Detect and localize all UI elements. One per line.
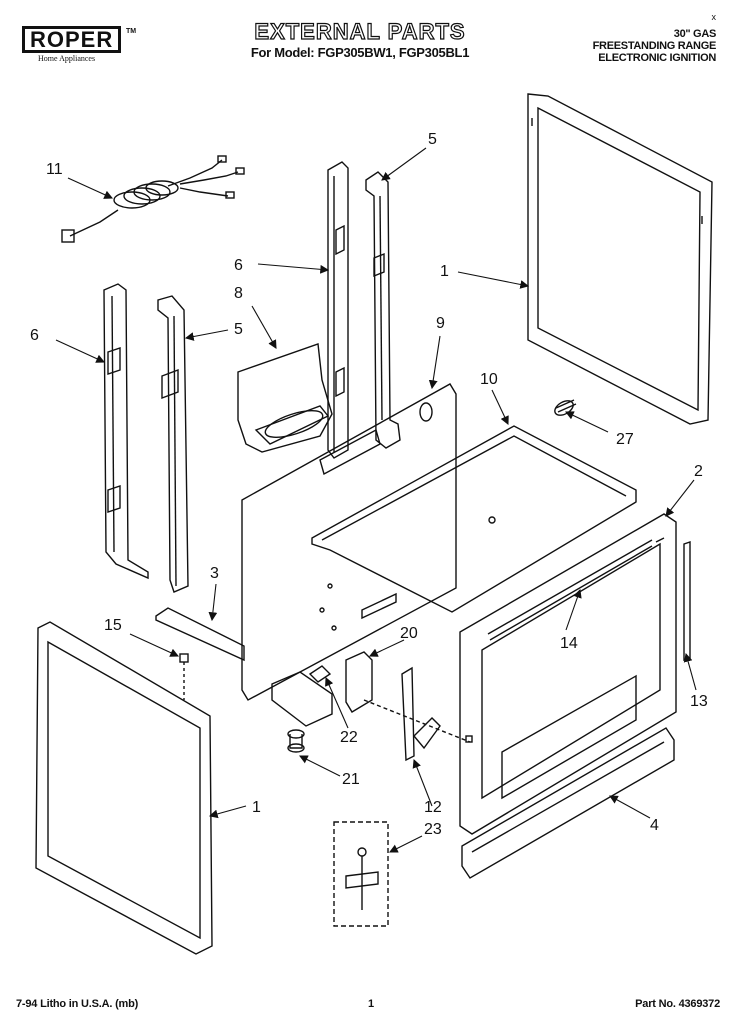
kickplate-part-4: [461, 727, 675, 879]
leader-lines: [55, 147, 697, 853]
front-frame-part: [459, 513, 677, 835]
callout-11: 11: [46, 161, 63, 178]
bottom-channel-part: [155, 607, 245, 662]
callout-8: 8: [234, 285, 243, 302]
side-channel-left: [103, 283, 149, 580]
callout-22: 22: [340, 729, 358, 746]
callout-9: 9: [436, 315, 445, 332]
callout-12: 12: [424, 799, 442, 816]
model-line: For Model: FGP305BW1, FGP305BL1: [250, 45, 470, 60]
callout-2: 2: [694, 463, 703, 480]
callout-3: 3: [210, 565, 219, 582]
title-block: EXTERNAL PARTS For Model: FGP305BW1, FGP…: [200, 19, 520, 60]
callout-numbers: 11 5 6 1 8 6 5 9 10 27 2 3 15 20 14 13 2…: [30, 131, 708, 838]
leveling-leg-part-21: [287, 729, 305, 753]
callout-10: 10: [480, 371, 498, 388]
hinge-bracket-part-12: [401, 666, 473, 762]
side-channel-rear-right: [327, 161, 349, 459]
callout-1-top: 1: [440, 263, 449, 280]
top-cover-plate: [311, 425, 637, 613]
callout-15: 15: [104, 617, 122, 634]
logo-text: ROPER: [22, 26, 122, 53]
spec-line-3: ELECTRONIC IGNITION: [598, 52, 716, 64]
back-panel-part: [241, 383, 457, 701]
callout-27: 27: [616, 431, 634, 448]
callout-13: 13: [690, 693, 708, 710]
footer-part-number: Part No. 4369372: [635, 998, 720, 1010]
logo-trademark: TM: [126, 28, 137, 35]
side-bracket-rear-right: [365, 171, 401, 449]
flue-shield-part: [237, 343, 333, 453]
logo-subtitle: Home Appliances: [38, 54, 96, 63]
clip-part-22: [308, 665, 332, 683]
spec-line-1: 30" GAS: [673, 28, 717, 40]
callout-6-top: 6: [234, 257, 243, 274]
spec-block: 30" GAS FREESTANDING RANGE ELECTRONIC IG…: [592, 28, 717, 64]
rear-kick-rail: [271, 671, 333, 727]
corner-mark: x: [711, 12, 717, 22]
screw-part-15: [179, 653, 189, 700]
side-panel-left: [35, 621, 213, 955]
hardware-kit-box: [333, 821, 389, 927]
power-cord-part: [61, 155, 245, 243]
callout-4: 4: [650, 817, 659, 834]
callout-5-top: 5: [428, 131, 437, 148]
page-title: EXTERNAL PARTS: [254, 19, 466, 44]
footer-page-number: 1: [368, 998, 375, 1010]
callout-5-left: 5: [234, 321, 243, 338]
side-bracket-left: [157, 295, 189, 593]
callout-20: 20: [400, 625, 418, 642]
roper-logo: ROPER TM Home Appliances: [22, 26, 142, 63]
footer-litho: 7-94 Litho in U.S.A. (mb): [16, 998, 139, 1010]
callout-23: 23: [424, 821, 442, 838]
callout-14: 14: [560, 635, 578, 652]
trim-strip-part: [683, 541, 691, 661]
bracket-part-20: [345, 651, 471, 743]
side-panel-right: [527, 93, 713, 425]
callout-21: 21: [342, 771, 360, 788]
callout-6-left: 6: [30, 327, 39, 344]
spec-line-2: FREESTANDING RANGE: [592, 40, 717, 52]
callout-1-bottom: 1: [252, 799, 261, 816]
